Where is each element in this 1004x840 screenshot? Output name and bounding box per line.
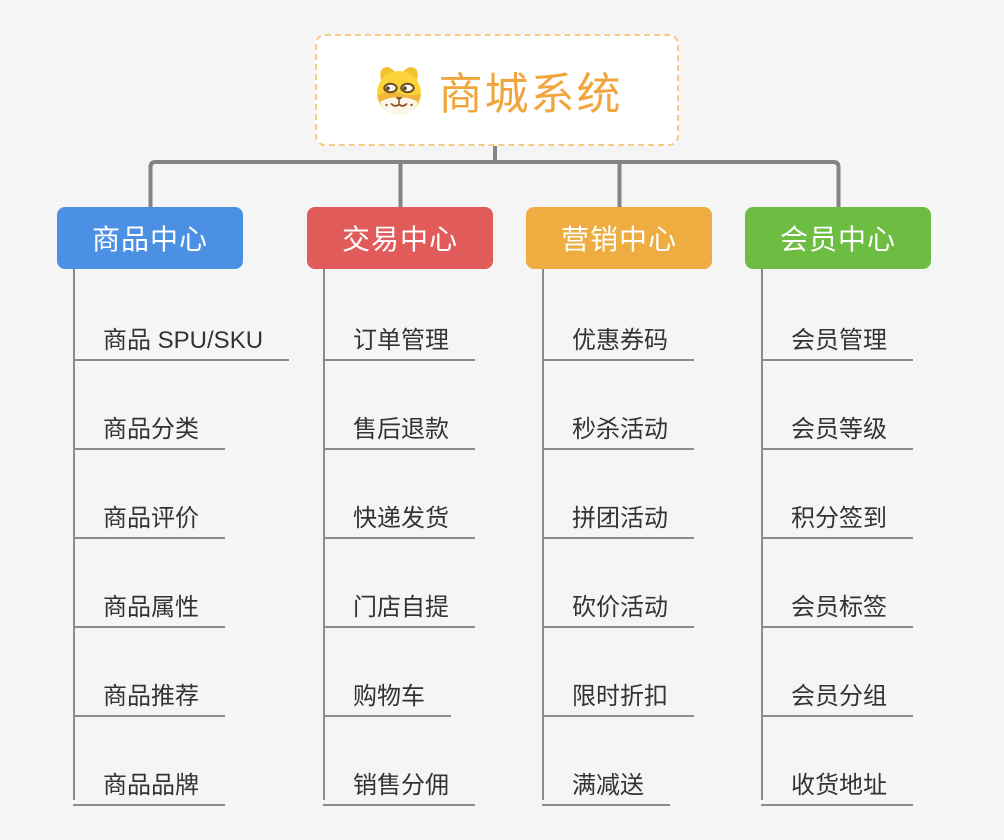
leaf-node[interactable]: 会员标签 xyxy=(761,578,913,628)
leaf-node[interactable]: 满减送 xyxy=(542,756,670,806)
leaf-node[interactable]: 商品属性 xyxy=(73,578,225,628)
branch-label: 商品中心 xyxy=(91,224,208,255)
leaf-node[interactable]: 收货地址 xyxy=(761,756,913,806)
leaf-node[interactable]: 快递发货 xyxy=(323,489,475,539)
leaf-node[interactable]: 销售分佣 xyxy=(323,756,475,806)
leaf-node[interactable]: 售后退款 xyxy=(323,400,475,450)
root-title: 商城系统 xyxy=(438,70,623,119)
leaf-node[interactable]: 商品评价 xyxy=(73,489,225,539)
branch-children-member-center: 会员管理 会员等级 积分签到 会员标签 会员分组 收货地址 xyxy=(761,269,1004,806)
branch-label: 营销中心 xyxy=(560,224,677,255)
branch-node-member-center[interactable]: 会员中心 xyxy=(745,207,931,269)
branch-children-marketing-center: 优惠券码 秒杀活动 拼团活动 砍价活动 限时折扣 满减送 xyxy=(542,269,794,806)
branch-children-trade-center: 订单管理 售后退款 快递发货 门店自提 购物车 销售分佣 xyxy=(323,269,575,806)
branch-children-product-center: 商品 SPU/SKU 商品分类 商品评价 商品属性 商品推荐 商品品牌 xyxy=(73,269,325,806)
leaf-node[interactable]: 商品 SPU/SKU xyxy=(73,311,290,361)
branch-node-marketing-center[interactable]: 营销中心 xyxy=(526,207,712,269)
leaf-node[interactable]: 商品分类 xyxy=(73,400,225,450)
leaf-node[interactable]: 秒杀活动 xyxy=(542,400,694,450)
root-node[interactable]: 商城系统 xyxy=(315,34,679,146)
branch-node-product-center[interactable]: 商品中心 xyxy=(57,207,243,269)
leaf-node[interactable]: 订单管理 xyxy=(323,311,475,361)
leaf-node[interactable]: 会员等级 xyxy=(761,400,913,450)
leaf-node[interactable]: 砍价活动 xyxy=(542,578,694,628)
branch-label: 会员中心 xyxy=(779,224,896,255)
branch-label: 交易中心 xyxy=(341,224,458,255)
leaf-node[interactable]: 限时折扣 xyxy=(542,667,694,717)
leaf-node[interactable]: 拼团活动 xyxy=(542,489,694,539)
leaf-node[interactable]: 会员分组 xyxy=(761,667,913,717)
dog-face-icon xyxy=(376,67,421,115)
leaf-node[interactable]: 优惠券码 xyxy=(542,311,694,361)
leaf-node[interactable]: 积分签到 xyxy=(761,489,913,539)
leaf-node[interactable]: 会员管理 xyxy=(761,311,913,361)
leaf-node[interactable]: 购物车 xyxy=(323,667,451,717)
branch-node-trade-center[interactable]: 交易中心 xyxy=(307,207,493,269)
leaf-node[interactable]: 商品品牌 xyxy=(73,756,225,806)
leaf-node[interactable]: 门店自提 xyxy=(323,578,475,628)
leaf-node[interactable]: 商品推荐 xyxy=(73,667,225,717)
